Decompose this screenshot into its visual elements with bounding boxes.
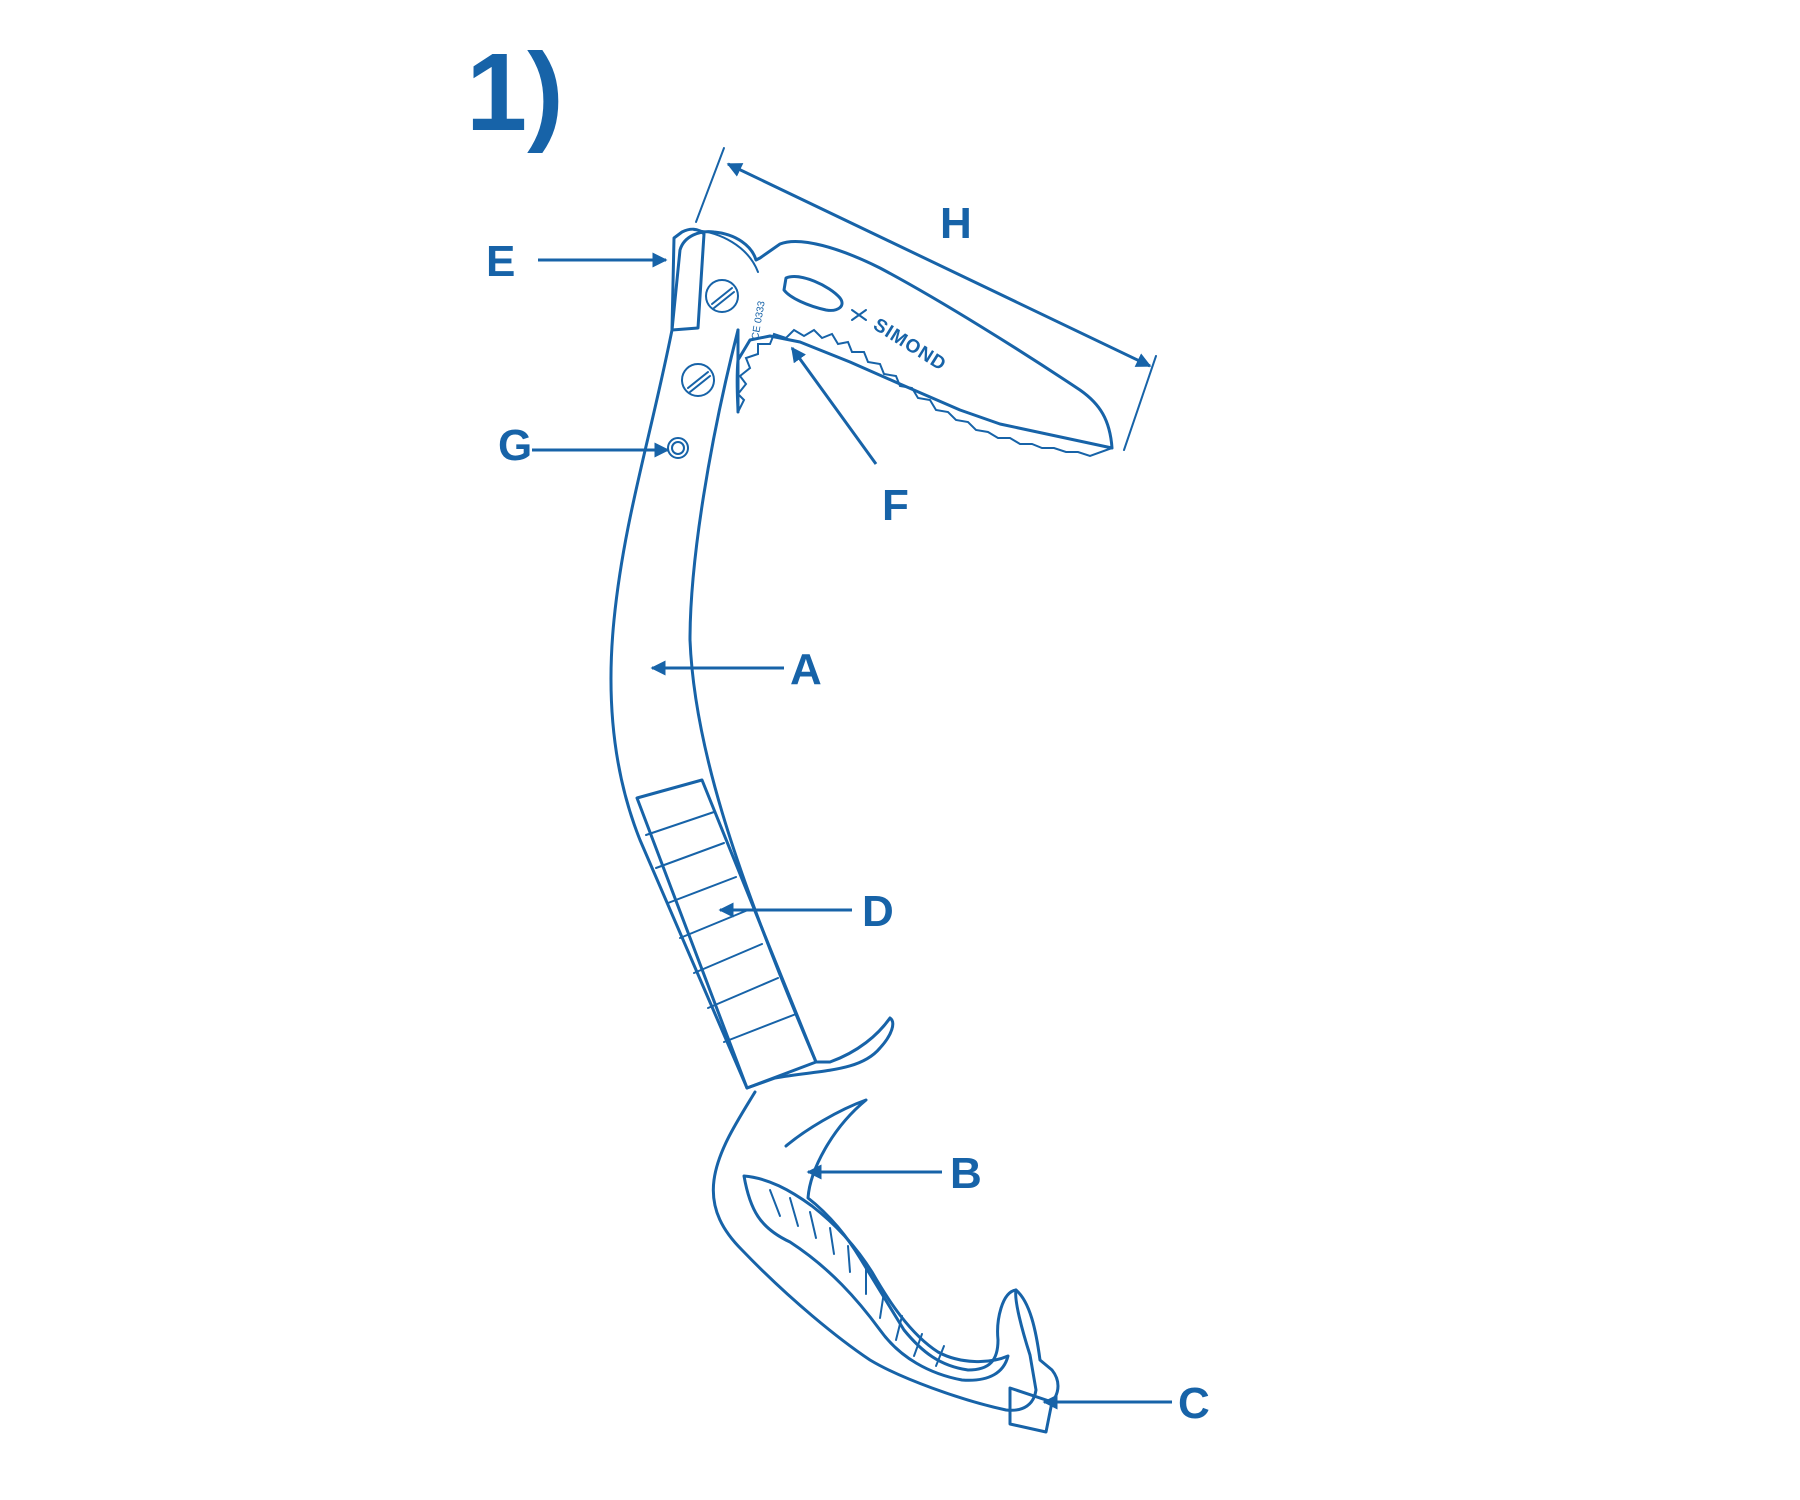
pick-hole (782, 275, 844, 312)
ice-axe-illustration: SIMOND CE 0333 (609, 227, 1114, 1434)
label-b: B (950, 1149, 982, 1198)
leader-f (790, 346, 878, 465)
head-bolt-upper (705, 279, 739, 313)
label-f: F (882, 481, 909, 530)
label-g: G (498, 421, 532, 470)
head-bolt-lower (681, 363, 715, 397)
handle-inner-grip (742, 1174, 1010, 1382)
leash-hole-inner (671, 441, 685, 455)
trigger-rest (745, 1016, 895, 1090)
label-e: E (486, 237, 515, 286)
label-c: C (1178, 1379, 1210, 1428)
spike-outline (1008, 1386, 1054, 1434)
handle-outline (711, 1090, 1038, 1412)
label-a: A (790, 645, 822, 694)
dimension-h (695, 147, 1157, 451)
figure-number: 1) (466, 31, 564, 154)
pommel-outline (1014, 1288, 1060, 1404)
label-d: D (862, 887, 894, 936)
shaft-outline (609, 328, 818, 1090)
ce-mark: CE 0333 (750, 300, 768, 341)
brand-logo-icon (851, 309, 867, 321)
handle-ribs (769, 1189, 945, 1367)
label-h: H (940, 199, 972, 248)
